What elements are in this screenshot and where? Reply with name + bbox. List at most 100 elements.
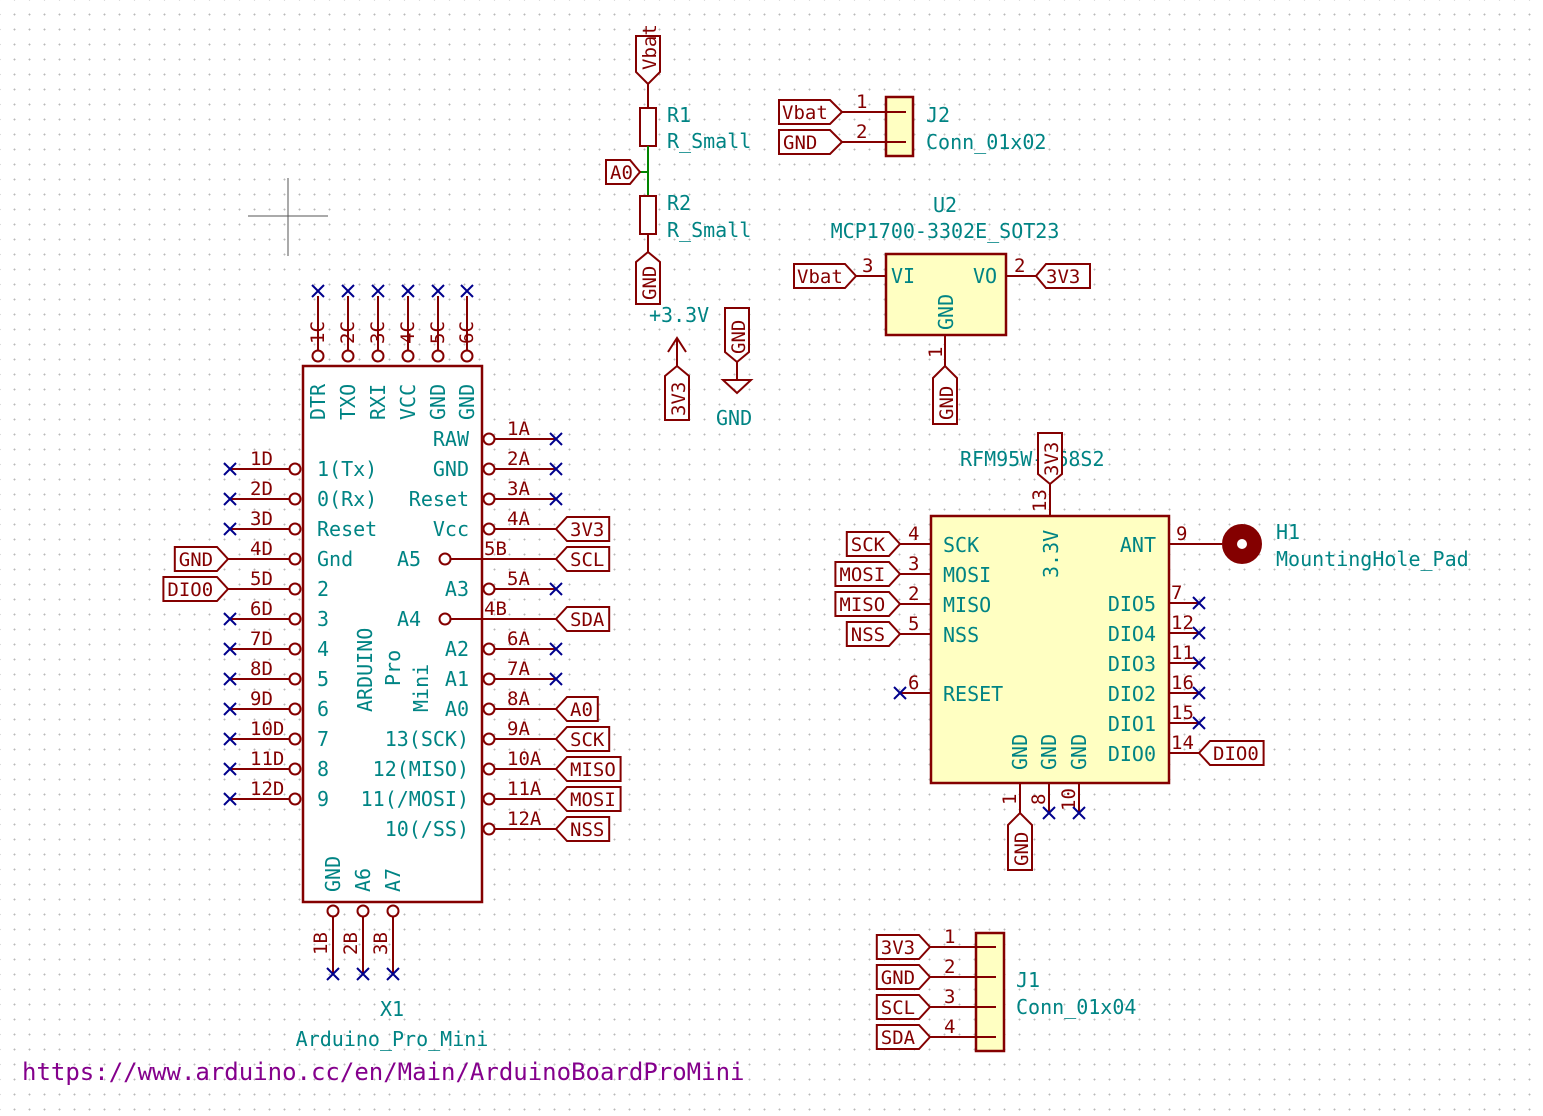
u2-regulator[interactable]: U2 MCP1700-3302E_SOT23 Vbat 3 VI VO GND … (793, 193, 1091, 425)
j2-pin1-label: Vbat (778, 99, 844, 125)
pin-name-dtr: DTR (306, 383, 330, 420)
pin-name-6A: A2 (445, 637, 469, 661)
pin-name-txo: TXO (336, 384, 360, 420)
j1-pin-num-1: 1 (944, 926, 955, 948)
u2-vi-num: 3 (862, 255, 873, 277)
no-connect-8D (223, 672, 237, 686)
j2-pin2-num: 2 (856, 121, 867, 143)
svg-text:3V3: 3V3 (1041, 442, 1063, 476)
r2-value: R_Small (667, 218, 751, 242)
net-label-x1-a0: A0 (570, 699, 593, 721)
pin-name-4A: Vcc (433, 517, 469, 541)
no-connect-top-6C (460, 284, 474, 298)
divider-a0-label: A0 (605, 159, 642, 185)
h1-mounting-hole[interactable]: H1 MountingHole_Pad (1169, 520, 1469, 571)
net-label-x1-scl: SCL (570, 549, 604, 571)
net-label-x1-sck: SCK (570, 729, 605, 751)
pin-name-5D: 2 (317, 577, 329, 601)
voltage-divider[interactable]: Vbat A0 GND R1 R_Small R2 R_Small (605, 24, 751, 305)
arduino-body-text-1: ARDUINO (353, 628, 377, 712)
rfm-pin-num-10: 10 (1058, 788, 1080, 811)
j2-body (884, 95, 915, 158)
no-connect-top-2C (341, 284, 355, 298)
no-connect-9D (223, 702, 237, 716)
arduino-body (301, 364, 484, 904)
arduino-value: Arduino_Pro_Mini (296, 1027, 489, 1051)
svg-text:GND: GND (639, 266, 661, 300)
power-gnd-value: GND (716, 406, 752, 430)
net-label-x1-3v3-shape (554, 516, 611, 542)
j2-value: Conn_01x02 (926, 130, 1046, 154)
pin-name-12D: 9 (317, 787, 329, 811)
net-label-j1-scl-shape (875, 994, 932, 1020)
pin-name-gnd: GND (426, 384, 450, 420)
rfm-pin-name-gnd-10: GND (1067, 734, 1091, 770)
power-gnd-symbol[interactable]: GND GND (716, 307, 754, 430)
pin-num-1B: 1B (310, 932, 332, 955)
pin-name-10D: 7 (317, 727, 329, 751)
rfm-pin-num-1: 1 (999, 794, 1021, 805)
arduino-body-text-2: Pro (381, 650, 405, 686)
svg-text:Vbat: Vbat (639, 24, 661, 70)
no-connect-top-3C (371, 284, 385, 298)
rfm-pin-name-gnd-1: GND (1008, 734, 1032, 770)
rfm-pin-num-9: 9 (1176, 523, 1187, 545)
u2-vo-label: 3V3 (1034, 263, 1091, 289)
pin-num-1A: 1A (507, 418, 530, 440)
net-label-gnd-shape (173, 546, 230, 572)
net-label-dio0: DIO0 (167, 579, 213, 601)
net-label-j1-scl: SCL (881, 997, 915, 1019)
pin-name-6D: 3 (317, 607, 329, 631)
net-label-j1-sda: SDA (881, 1027, 916, 1049)
rfm-pin-name-miso: MISO (943, 593, 991, 617)
no-connect-10D (223, 732, 237, 746)
pin-num-6C: 6C (456, 321, 478, 344)
no-connect-7D (223, 642, 237, 656)
r2-body (639, 195, 657, 235)
no-connect-3B (386, 967, 400, 981)
net-label-x1-mosi: MOSI (570, 789, 616, 811)
power-3v3-symbol[interactable]: +3.3V 3V3 (649, 303, 709, 421)
u2-gnd-name: GND (934, 294, 958, 330)
pin-name-vcc: VCC (396, 384, 420, 420)
rfm-value: RFM95W-868S2 (960, 447, 1105, 471)
net-label-rfm-miso-shape (834, 591, 902, 617)
pin-num-9D: 9D (250, 688, 273, 710)
net-label-j1-sda-shape (875, 1024, 932, 1050)
u2-value: MCP1700-3302E_SOT23 (831, 219, 1060, 243)
no-connect-3A (549, 492, 563, 506)
net-label-rfm-gnd-shape (1007, 811, 1033, 871)
j2-connector[interactable]: Vbat GND 1 2 J2 Conn_01x02 (778, 91, 1046, 158)
svg-text:A0: A0 (610, 162, 633, 184)
net-label-x1-miso: MISO (570, 759, 616, 781)
u2-vo-name: VO (973, 264, 997, 288)
cursor-crosshair (248, 178, 328, 256)
power-3v3-label: 3V3 (664, 364, 690, 421)
rfm-pin-name-dio1: DIO1 (1108, 712, 1156, 736)
rfm-3v3-name: 3.3V (1039, 530, 1063, 578)
net-label-x1-sda: SDA (570, 609, 605, 631)
pin-num-1D: 1D (250, 448, 273, 470)
pin-num-4C: 4C (397, 321, 419, 344)
pin-num-6A: 6A (507, 628, 530, 650)
net-label-j1-3v3: 3V3 (881, 937, 915, 959)
no-connect-top-4C (401, 284, 415, 298)
pin-num-3A: 3A (507, 478, 530, 500)
pin-name-4D: Gnd (317, 547, 353, 571)
pin-name-1D: 1(Tx) (317, 457, 377, 481)
pin-name-gnd: GND (455, 384, 479, 420)
rfm-pin-name-reset: RESET (943, 682, 1003, 706)
arduino-datasheet-url[interactable]: https://www.arduino.cc/en/Main/ArduinoBo… (22, 1058, 744, 1086)
net-label-j1-gnd-shape (875, 964, 932, 990)
net-label-rfm-nss-shape (845, 621, 902, 647)
pin-num-1C: 1C (307, 321, 329, 344)
net-label-x1-scl-shape (554, 546, 611, 572)
rfm-pin-name-ant: ANT (1120, 533, 1156, 557)
rfm-pin-name-gnd-8: GND (1037, 734, 1061, 770)
